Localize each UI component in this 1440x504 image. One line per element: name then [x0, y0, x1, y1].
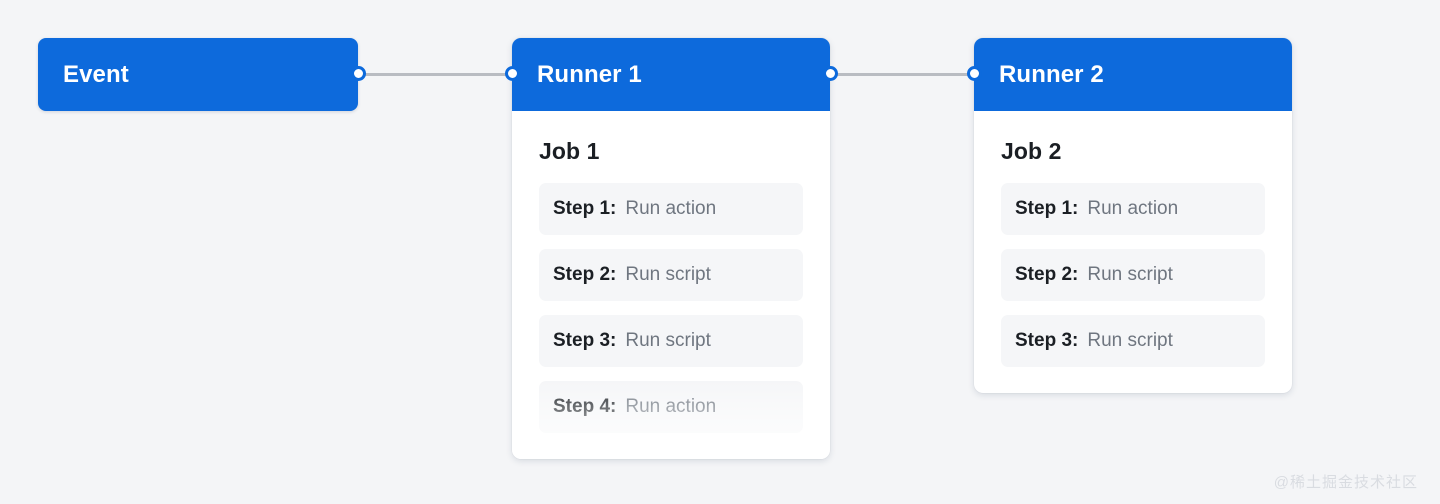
step-label: Step 3:	[1015, 330, 1079, 351]
connector-port-event-right	[351, 66, 366, 81]
step-row[interactable]: Step 2: Run script	[539, 249, 803, 301]
connector-line-runner1-runner2	[830, 73, 976, 76]
step-value: Run script	[625, 330, 711, 351]
step-value: Run action	[625, 198, 717, 219]
step-row[interactable]: Step 2: Run script	[1001, 249, 1265, 301]
step-row[interactable]: Step 4: Run action	[539, 381, 803, 433]
step-row[interactable]: Step 3: Run script	[1001, 315, 1265, 367]
step-label: Step 3:	[553, 330, 617, 351]
step-row[interactable]: Step 3: Run script	[539, 315, 803, 367]
watermark-text: @稀土掘金技术社区	[1273, 474, 1418, 491]
runner-2-body: Job 2 Step 1: Run action Step 2: Run scr…	[974, 138, 1292, 393]
runner-2-header: Runner 2	[974, 38, 1292, 111]
step-row[interactable]: Step 1: Run action	[539, 183, 803, 235]
step-label: Step 2:	[1015, 264, 1079, 285]
step-value: Run action	[625, 396, 717, 417]
runner-2-title: Runner 2	[999, 60, 1104, 88]
step-label: Step 1:	[553, 198, 617, 219]
connector-port-runner1-right	[823, 66, 838, 81]
step-label: Step 2:	[553, 264, 617, 285]
step-value: Run action	[1087, 198, 1179, 219]
runner-1-step-list: Step 1: Run action Step 2: Run script St…	[539, 183, 803, 433]
runner-1-title: Runner 1	[537, 60, 642, 88]
runner-1-body: Job 1 Step 1: Run action Step 2: Run scr…	[512, 138, 830, 459]
event-node[interactable]: Event	[38, 38, 358, 111]
connector-port-runner1-left	[505, 66, 520, 81]
event-label: Event	[63, 60, 129, 88]
connector-port-runner2-left	[967, 66, 982, 81]
runner-card-1[interactable]: Runner 1 Job 1 Step 1: Run action Step 2…	[512, 38, 830, 459]
runner-1-job-title: Job 1	[539, 138, 600, 164]
step-value: Run script	[1087, 330, 1173, 351]
runner-2-step-list: Step 1: Run action Step 2: Run script St…	[1001, 183, 1265, 367]
runner-card-2[interactable]: Runner 2 Job 2 Step 1: Run action Step 2…	[974, 38, 1292, 393]
step-value: Run script	[1087, 264, 1173, 285]
step-row[interactable]: Step 1: Run action	[1001, 183, 1265, 235]
connector-line-event-runner1	[358, 73, 514, 76]
step-label: Step 1:	[1015, 198, 1079, 219]
runner-1-header: Runner 1	[512, 38, 830, 111]
step-label: Step 4:	[553, 396, 617, 417]
runner-2-job-title: Job 2	[1001, 138, 1062, 164]
step-value: Run script	[625, 264, 711, 285]
